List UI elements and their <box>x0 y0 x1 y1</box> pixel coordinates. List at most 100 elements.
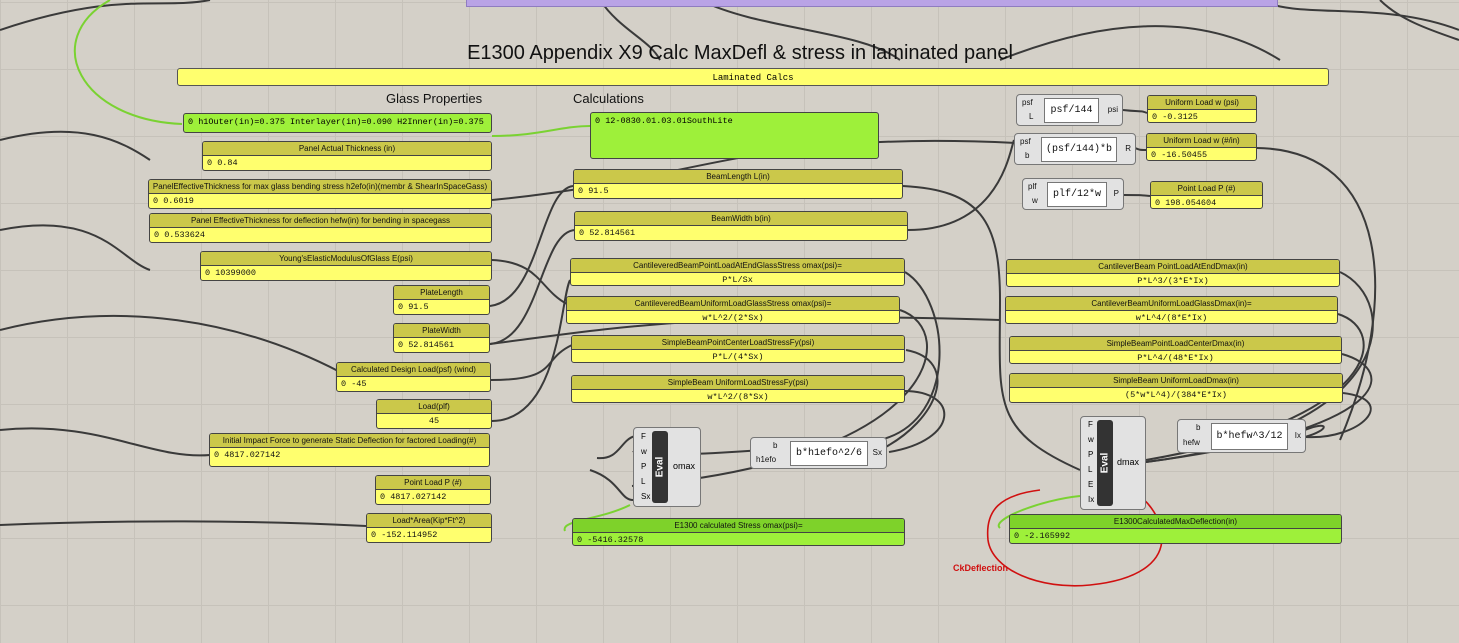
psf-expression-component[interactable]: psf L psf/144 psi <box>1016 94 1123 126</box>
panel-design-load[interactable]: Calculated Design Load(psf) (wind) 0 -45 <box>336 362 491 392</box>
expr-input[interactable]: h1efo <box>756 455 777 464</box>
expr-input[interactable]: b <box>1196 423 1201 432</box>
panel-title: E1300CalculatedMaxDeflection(in) <box>1010 515 1341 529</box>
panel-title: SimpleBeamPointCenterLoadStressFy(psi) <box>572 336 904 350</box>
wire <box>0 130 151 161</box>
eval-input[interactable]: w <box>1088 435 1094 444</box>
expr-output[interactable]: psi <box>1107 105 1118 114</box>
panel-formula: P*L^4/(48*E*Ix) <box>1137 353 1214 363</box>
panel-value: 0 91.5 <box>398 302 429 312</box>
panel-deflection-result[interactable]: E1300CalculatedMaxDeflection(in) 0 -2.16… <box>1009 514 1342 544</box>
panel-formula: (5*w*L^4)/(384*E*Ix) <box>1124 390 1228 400</box>
expr-text[interactable]: psf/144 <box>1044 98 1099 123</box>
panel-load-area[interactable]: Load*Area(Kip*Ft^2) 0 -152.114952 <box>366 513 492 543</box>
panel-cantilever-point-dmax[interactable]: CantileverBeam PointLoadAtEndDmax(in) P*… <box>1006 259 1340 287</box>
expr-input[interactable]: w <box>1032 196 1038 205</box>
panel-title: CantileverBeam PointLoadAtEndDmax(in) <box>1007 260 1339 274</box>
wire <box>888 390 946 453</box>
expr-text[interactable]: (psf/144)*b <box>1041 137 1117 162</box>
expr-output[interactable]: Ix <box>1294 431 1301 440</box>
expr-input[interactable]: b <box>773 441 778 450</box>
panel-uniform-load-psi[interactable]: Uniform Load w (psi) 0 -0.3125 <box>1147 95 1257 123</box>
ix-expression-component[interactable]: b hefw b*hefw^3/12 Ix <box>1177 419 1306 453</box>
panel-title: CantileverBeamUniformLoadGlassDmax(in)= <box>1006 297 1337 311</box>
panel-simple-point-dmax[interactable]: SimpleBeamPointLoadCenterDmax(in) P*L^4/… <box>1009 336 1342 364</box>
eval-deflection-component[interactable]: F w P L E Ix Eval dmax <box>1080 416 1146 510</box>
expr-output[interactable]: R <box>1125 144 1131 153</box>
expr-input[interactable]: psf <box>1022 98 1033 107</box>
panel-title: Panel Actual Thickness (in) <box>203 142 491 156</box>
panel-point-load-left[interactable]: Point Load P (#) 0 4817.027142 <box>375 475 491 505</box>
panel-value: 0 -0.3125 <box>1152 112 1198 122</box>
panel-title: Calculated Design Load(psf) (wind) <box>337 363 490 377</box>
panel-title: Uniform Load w (psi) <box>1148 96 1256 110</box>
eval-input[interactable]: L <box>1088 465 1093 474</box>
expr-input[interactable]: b <box>1025 151 1030 160</box>
panel-beam-width[interactable]: BeamWidth b(in) 0 52.814561 <box>574 211 908 241</box>
glass-layers-panel[interactable]: 0 h1Outer(in)=0.375 Interlayer(in)=0.090… <box>183 113 492 133</box>
expr-input[interactable]: L <box>1029 112 1034 121</box>
eval-input[interactable]: Ix <box>1088 495 1095 504</box>
wire <box>902 185 1081 471</box>
eval-input[interactable]: P <box>641 462 647 471</box>
lite-id-panel[interactable]: 0 12-0830.01.03.01SouthLite <box>590 112 879 159</box>
expr-output[interactable]: P <box>1113 189 1119 198</box>
panel-eff-thickness-deflection[interactable]: Panel EffectiveThickness for deflection … <box>149 213 492 243</box>
eval-input[interactable]: Sx <box>641 492 651 501</box>
panel-cantilever-point-stress[interactable]: CantileveredBeamPointLoadAtEndGlassStres… <box>570 258 905 286</box>
wire <box>699 0 901 61</box>
panel-impact-force[interactable]: Initial Impact Force to generate Static … <box>209 433 490 467</box>
panel-stress-result[interactable]: E1300 calculated Stress omax(psi)= 0 -54… <box>572 518 905 546</box>
expr-input[interactable]: psf <box>1020 137 1031 146</box>
panel-value: 45 <box>428 416 440 426</box>
panel-simple-uniform-stress[interactable]: SimpleBeam UniformLoadStressFy(psi) w*L^… <box>571 375 905 403</box>
eval-input[interactable]: L <box>641 477 646 486</box>
psfb-expression-component[interactable]: psf b (psf/144)*b R <box>1014 133 1136 165</box>
panel-title: Uniform Load w (#/in) <box>1147 134 1256 148</box>
panel-value: 0 0.533624 <box>154 230 206 240</box>
eval-input[interactable]: F <box>641 432 646 441</box>
eval-input[interactable]: E <box>1088 480 1094 489</box>
top-group-banner[interactable] <box>466 0 1278 7</box>
panel-eff-thickness-stress[interactable]: PanelEffectiveThickness for max glass be… <box>148 179 492 209</box>
panel-cantilever-uniform-stress[interactable]: CantileveredBeamUniformLoadGlassStress o… <box>566 296 900 324</box>
panel-cantilever-uniform-dmax[interactable]: CantileverBeamUniformLoadGlassDmax(in)= … <box>1005 296 1338 324</box>
expr-output[interactable]: Sx <box>872 448 882 457</box>
eval-output[interactable]: dmax <box>1117 457 1140 467</box>
panel-simple-uniform-dmax[interactable]: SimpleBeam UniformLoadDmax(in) (5*w*L^4)… <box>1009 373 1343 403</box>
panel-plate-width[interactable]: PlateWidth 0 52.814561 <box>393 323 490 353</box>
wire <box>0 224 151 271</box>
wire <box>907 139 1015 231</box>
expr-text[interactable]: b*h1efo^2/6 <box>790 441 868 466</box>
expr-text[interactable]: plf/12*w <box>1047 182 1107 207</box>
eval-input[interactable]: F <box>1088 420 1093 429</box>
panel-actual-thickness[interactable]: Panel Actual Thickness (in) 0 0.84 <box>202 141 492 171</box>
panel-point-load-right[interactable]: Point Load P (#) 0 198.054604 <box>1150 181 1263 209</box>
sx-expression-component[interactable]: b h1efo b*h1efo^2/6 Sx <box>750 437 887 469</box>
panel-youngs-modulus[interactable]: Young'sElasticModulusOfGlass E(psi) 0 10… <box>200 251 492 281</box>
panel-plate-length[interactable]: PlateLength 0 91.5 <box>393 285 490 315</box>
wire-selected <box>73 0 183 125</box>
wire <box>1122 109 1148 114</box>
eval-stress-component[interactable]: F w P L Sx Eval omax <box>633 427 701 507</box>
wire <box>599 0 661 61</box>
expr-input[interactable]: hefw <box>1183 438 1200 447</box>
panel-value: 0 -16.50455 <box>1151 150 1208 160</box>
plf-expression-component[interactable]: plf w plf/12*w P <box>1022 178 1124 210</box>
eval-output[interactable]: omax <box>673 461 696 471</box>
expr-text[interactable]: b*hefw^3/12 <box>1211 423 1288 450</box>
panel-title: E1300 calculated Stress omax(psi)= <box>573 519 904 533</box>
panel-simple-point-stress[interactable]: SimpleBeamPointCenterLoadStressFy(psi) P… <box>571 335 905 363</box>
eval-input[interactable]: P <box>1088 450 1094 459</box>
wire-selected <box>997 495 1081 529</box>
laminated-calcs-group[interactable]: Laminated Calcs <box>177 68 1329 86</box>
panel-value: 0 0.6019 <box>153 196 194 206</box>
panel-uniform-load-plin[interactable]: Uniform Load w (#/in) 0 -16.50455 <box>1146 133 1257 161</box>
panel-load-plf[interactable]: Load(plf) 45 <box>376 399 492 429</box>
calculations-heading: Calculations <box>573 91 644 106</box>
page-title: E1300 Appendix X9 Calc MaxDefl & stress … <box>467 42 1013 64</box>
panel-beam-length[interactable]: BeamLength L(in) 0 91.5 <box>573 169 903 199</box>
wire <box>0 520 367 527</box>
eval-input[interactable]: w <box>641 447 647 456</box>
expr-input[interactable]: plf <box>1028 182 1037 191</box>
